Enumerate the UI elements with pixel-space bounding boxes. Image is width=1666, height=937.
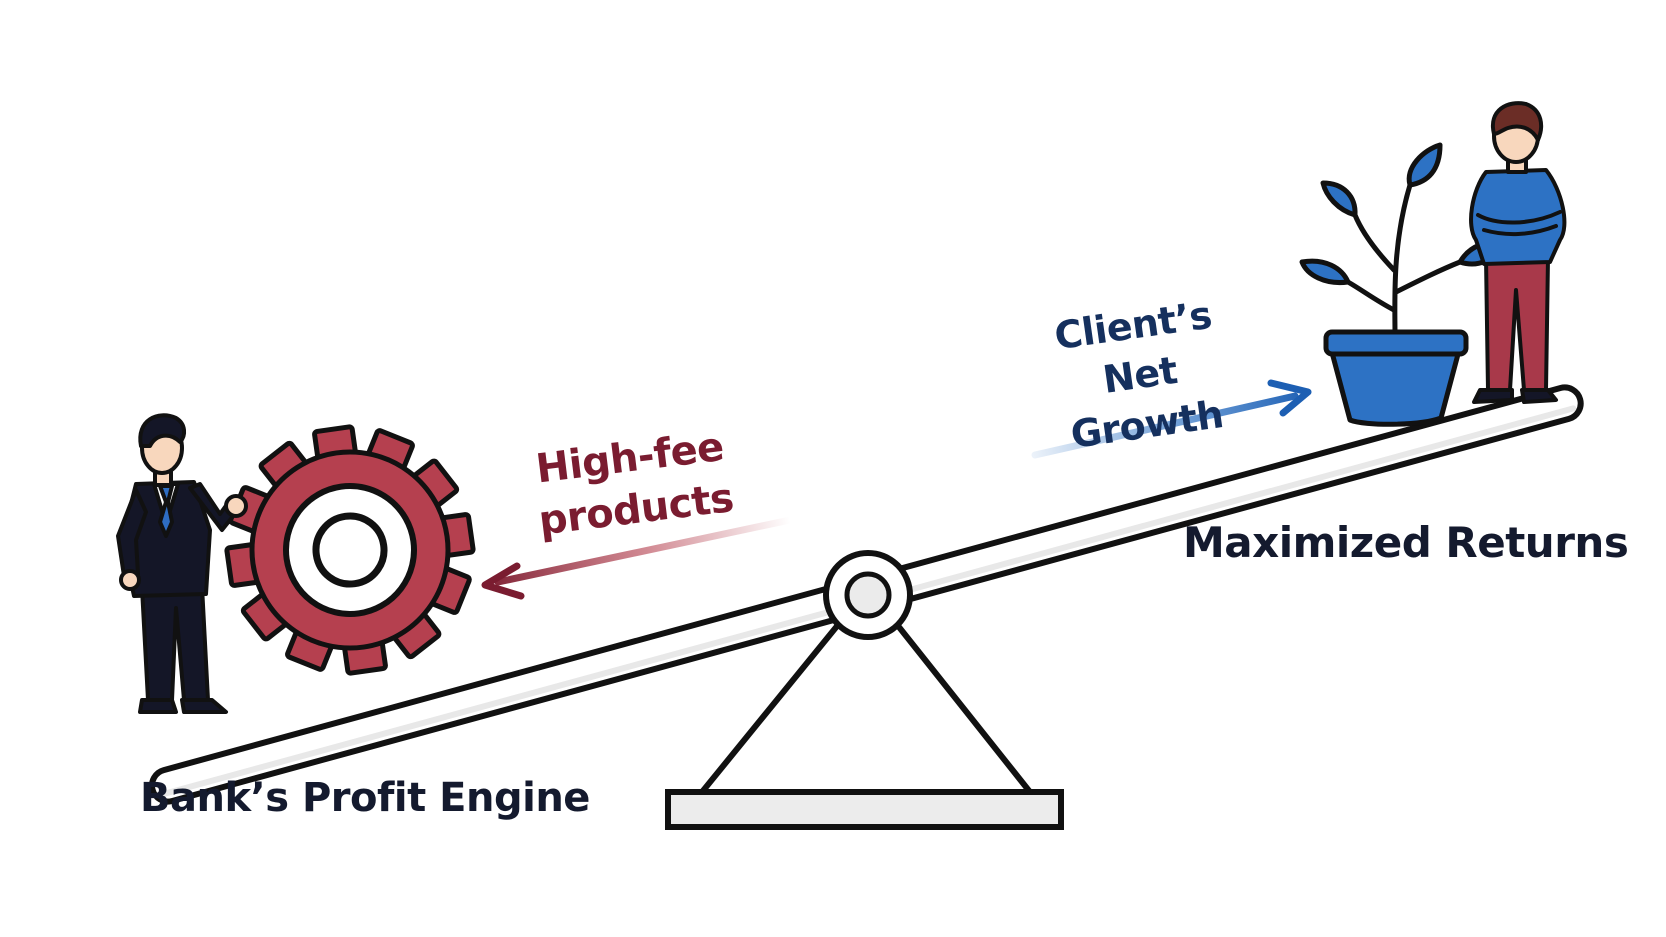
maximized-returns-label: Maximized Returns (1183, 518, 1629, 567)
high-fee-arrow (481, 516, 794, 600)
growth-arrow (1031, 379, 1312, 459)
bank-profit-engine-label: Bank’s Profit Engine (140, 775, 590, 821)
pivot-icon (823, 550, 913, 640)
businessman-icon (116, 413, 248, 714)
seesaw-base (665, 585, 1064, 830)
base-plate (665, 789, 1064, 830)
fulcrum-triangle (699, 585, 1033, 795)
gear-icon (224, 424, 476, 676)
person-icon (1469, 101, 1567, 404)
plant-icon (1299, 142, 1505, 427)
